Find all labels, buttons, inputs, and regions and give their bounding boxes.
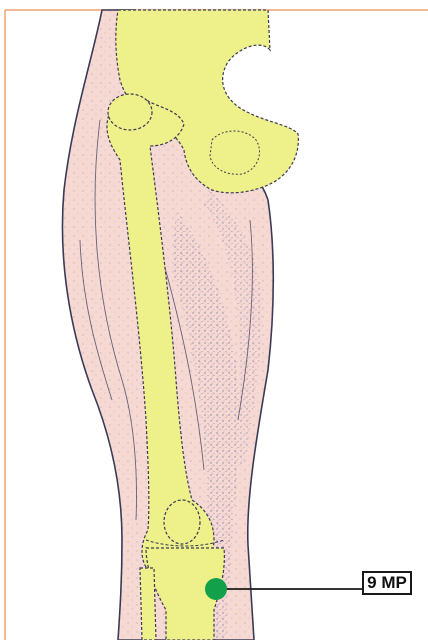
acupoint-9mp-dot[interactable] — [205, 578, 227, 600]
acupoint-label: 9 MP — [362, 571, 412, 595]
